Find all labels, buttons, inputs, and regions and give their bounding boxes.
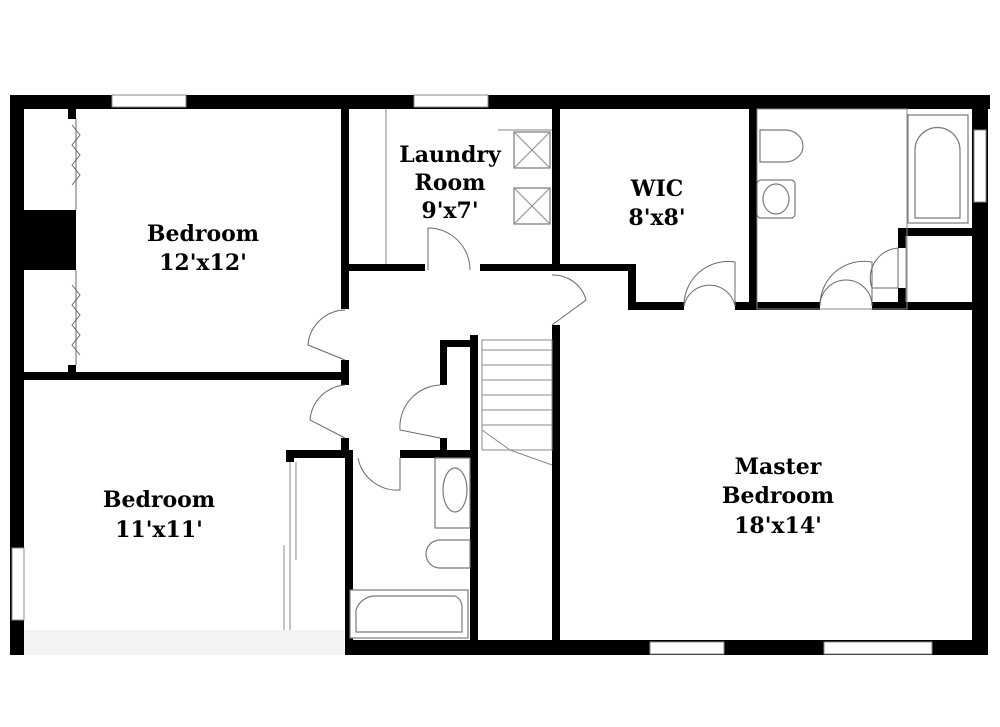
chimney [24, 210, 76, 270]
stairs [481, 339, 553, 466]
wic-size: 8'x8' [628, 205, 685, 231]
room-label-wic: WIC 8'x8' [628, 176, 685, 231]
master-name-line2: Bedroom [722, 483, 834, 509]
bedroom-2-name: Bedroom [103, 487, 215, 513]
laundry-fixtures [385, 109, 552, 264]
bedroom-1-size: 12'x12' [159, 250, 247, 276]
master-size: 18'x14' [734, 513, 822, 539]
wic-name: WIC [630, 176, 684, 202]
watermark-fragment [24, 630, 344, 655]
bedroom-1-name: Bedroom [147, 221, 259, 247]
bedroom-2-size: 11'x11' [115, 517, 203, 543]
interior-walls [24, 109, 972, 645]
windows [11, 94, 987, 655]
room-label-bedroom-1: Bedroom 12'x12' [147, 221, 259, 276]
hall-bath-fixtures [349, 457, 471, 639]
room-label-bedroom-2: Bedroom 11'x11' [103, 487, 215, 543]
sliding-closet-doors [283, 462, 297, 640]
door-swings [307, 227, 899, 491]
master-name-line1: Master [735, 454, 822, 480]
laundry-name-line2: Room [415, 170, 486, 196]
master-bath-fixtures [756, 108, 969, 310]
laundry-size: 9'x7' [421, 198, 478, 224]
room-label-laundry: Laundry Room 9'x7' [399, 142, 502, 224]
room-label-master: Master Bedroom 18'x14' [722, 454, 834, 539]
laundry-name-line1: Laundry [399, 142, 502, 168]
closet-doors [71, 119, 81, 365]
